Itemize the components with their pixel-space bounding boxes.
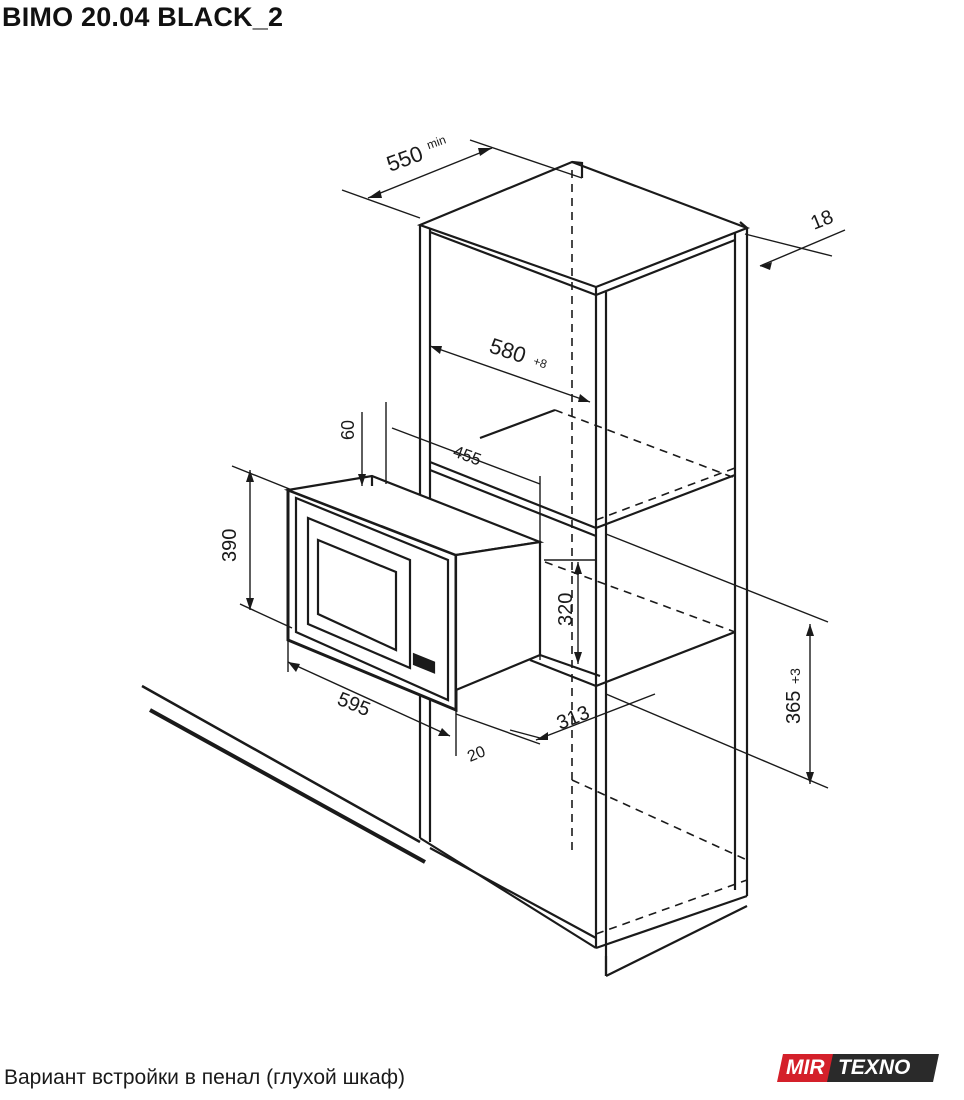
page-title: BIMO 20.04 BLACK_2 xyxy=(2,2,284,32)
dimension-lines xyxy=(231,139,846,789)
dim-365-suffix: +3 xyxy=(787,668,803,684)
floor-line xyxy=(141,684,426,864)
dim-595: 595 xyxy=(334,688,373,721)
dim-580: 580 xyxy=(486,333,529,368)
dim-580-suffix: +8 xyxy=(531,354,549,372)
dim-320: 320 xyxy=(555,593,577,626)
logo-mir-text: MIR xyxy=(786,1056,825,1079)
cabinet xyxy=(416,160,751,977)
dim-550-suffix: min xyxy=(425,132,448,152)
dim-313: 313 xyxy=(554,702,593,735)
dim-365: 365 xyxy=(783,691,805,724)
dim-390: 390 xyxy=(219,529,241,562)
dim-18: 18 xyxy=(808,206,837,235)
dim-60: 60 xyxy=(338,420,358,440)
diagram-caption: Вариант встройки в пенал (глухой шкаф) xyxy=(4,1066,406,1089)
brand-logo: MIR TEXNO xyxy=(777,1052,939,1084)
dim-550: 550 xyxy=(383,141,426,177)
dim-20: 20 xyxy=(465,743,488,765)
microwave xyxy=(283,474,601,713)
logo-texno-text: TEXNO xyxy=(838,1056,911,1079)
dim-455: 455 xyxy=(451,442,484,470)
